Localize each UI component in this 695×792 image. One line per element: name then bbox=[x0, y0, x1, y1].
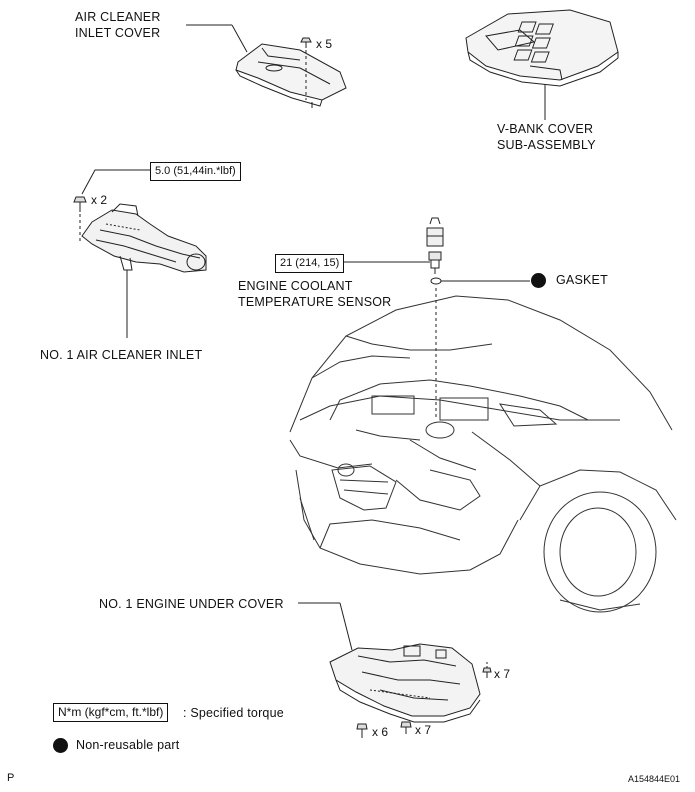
engine-coolant-sensor-part bbox=[426, 217, 444, 274]
clip-icon bbox=[400, 721, 412, 734]
footer-left-code: P bbox=[7, 772, 15, 784]
non-reusable-marker bbox=[531, 273, 546, 288]
label-air-cleaner-inlet-cover: AIR CLEANER INLET COVER bbox=[75, 10, 161, 40]
qty-under-cover-bottom-right: x 7 bbox=[415, 723, 432, 737]
no1-air-cleaner-inlet-part bbox=[81, 203, 207, 273]
qty-under-cover-right: x 7 bbox=[494, 667, 511, 681]
qty-under-cover-bottom-left: x 6 bbox=[372, 725, 389, 739]
label-gasket: GASKET bbox=[556, 273, 608, 287]
vehicle-front-illustration bbox=[289, 295, 677, 613]
legend-torque-text: : Specified torque bbox=[183, 706, 284, 720]
v-bank-cover-part bbox=[465, 9, 619, 87]
torque-box-inlet-bolt: 5.0 (51,44in.*lbf) bbox=[150, 162, 241, 181]
clip-icon bbox=[482, 667, 492, 678]
label-v-bank-cover: V-BANK COVER SUB-ASSEMBLY bbox=[497, 122, 596, 152]
label-no1-air-cleaner-inlet: NO. 1 AIR CLEANER INLET bbox=[40, 348, 203, 362]
label-engine-coolant-sensor: ENGINE COOLANT TEMPERATURE SENSOR bbox=[238, 279, 392, 309]
clip-icon bbox=[300, 37, 312, 48]
figure-id: A154844E01 bbox=[628, 774, 681, 784]
legend-nonreusable-text: Non-reusable part bbox=[76, 738, 180, 752]
air-cleaner-inlet-cover-part bbox=[235, 43, 347, 108]
qty-cover-clips: x 5 bbox=[316, 37, 333, 51]
gasket-part bbox=[430, 277, 442, 285]
bolt-icon bbox=[73, 196, 87, 212]
qty-inlet-bolts: x 2 bbox=[91, 193, 108, 207]
bolt-icon bbox=[356, 723, 368, 738]
legend-nonreusable-dot bbox=[53, 738, 68, 753]
label-no1-engine-under-cover: NO. 1 ENGINE UNDER COVER bbox=[99, 597, 284, 611]
no1-engine-under-cover-part bbox=[329, 643, 481, 723]
torque-box-sensor: 21 (214, 15) bbox=[275, 254, 345, 273]
legend-torque-box: N*m (kgf*cm, ft.*lbf) bbox=[53, 703, 169, 722]
